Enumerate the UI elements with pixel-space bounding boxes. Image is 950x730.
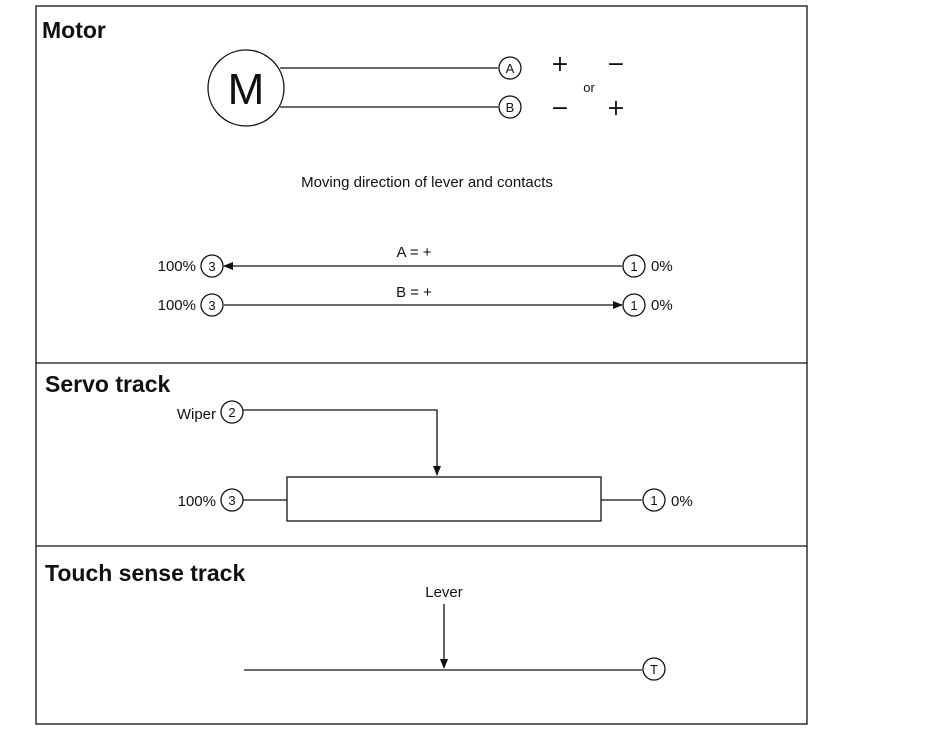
servo-section-title: Servo track <box>45 371 171 397</box>
direction-b-row: B = + 100% 3 1 0% <box>158 284 673 317</box>
direction-b-right-percent: 0% <box>651 297 673 314</box>
direction-a-contact-1-label: 1 <box>630 259 637 274</box>
direction-a-contact-1-circle <box>622 254 646 278</box>
servo-contact-1-circle <box>642 488 666 512</box>
polarity-row1-left: + <box>551 52 569 77</box>
motor-section-title: Motor <box>42 17 106 43</box>
polarity-row2-right: + <box>607 96 625 121</box>
direction-b-label: B = + <box>396 284 432 301</box>
direction-a-right-percent: 0% <box>651 258 673 275</box>
terminal-b-label: B <box>506 100 515 115</box>
terminal-a-label: A <box>506 61 515 76</box>
motor-section: Motor M A B + − or − + Moving direction … <box>42 17 673 317</box>
diagram-frame <box>35 5 808 725</box>
wiper-contact-2-label: 2 <box>228 405 235 420</box>
servo-contact-1-label: 1 <box>650 493 657 508</box>
terminal-a-circle <box>498 56 522 80</box>
direction-b-contact-3-label: 3 <box>208 298 215 313</box>
servo-track-resistor <box>286 476 602 522</box>
polarity-or: or <box>583 80 595 95</box>
servo-right-percent: 0% <box>671 493 693 510</box>
direction-a-contact-3-label: 3 <box>208 259 215 274</box>
direction-b-contact-1-label: 1 <box>630 298 637 313</box>
direction-a-left-percent: 100% <box>158 258 196 275</box>
polarity-row2-left: − <box>551 96 569 121</box>
direction-a-label: A = + <box>396 244 431 261</box>
terminal-t-label: T <box>650 662 658 677</box>
direction-a-row: A = + 100% 3 1 0% <box>158 244 673 278</box>
servo-section: Servo track Wiper 2 100% 3 1 0% <box>45 371 693 522</box>
touch-section: Touch sense track Lever T <box>45 560 666 681</box>
direction-b-contact-1-circle <box>622 293 646 317</box>
wiper-contact-2-circle <box>220 400 244 424</box>
moving-direction-caption: Moving direction of lever and contacts <box>301 174 553 191</box>
motor-symbol-label: M <box>228 65 265 114</box>
lever-label: Lever <box>425 584 463 601</box>
direction-b-contact-3-circle <box>200 293 224 317</box>
touch-section-title: Touch sense track <box>45 560 245 586</box>
terminal-b-circle <box>498 95 522 119</box>
servo-contact-3-label: 3 <box>228 493 235 508</box>
polarity-row1-right: − <box>607 52 625 77</box>
wiper-arrow <box>243 409 441 476</box>
servo-left-percent: 100% <box>178 493 216 510</box>
motor-symbol <box>207 49 285 127</box>
terminal-t-circle <box>642 657 666 681</box>
wiper-label: Wiper <box>177 406 216 423</box>
direction-b-left-percent: 100% <box>158 297 196 314</box>
